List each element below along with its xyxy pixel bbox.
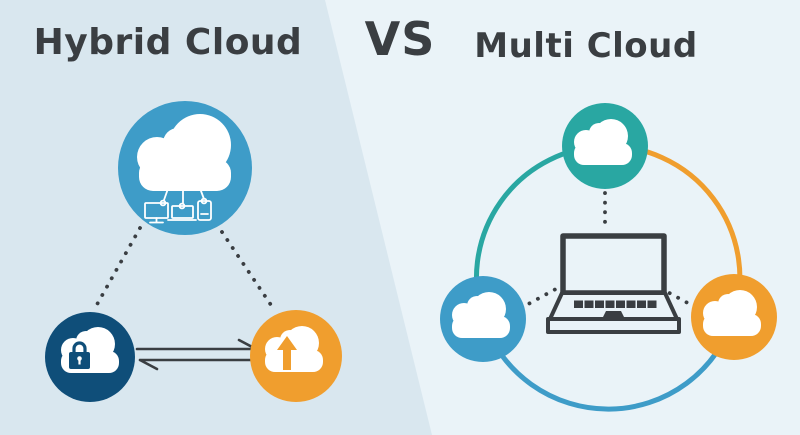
central-cloud-node <box>118 101 252 235</box>
public-cloud-node <box>250 310 342 402</box>
multi-cloud-title: Multi Cloud <box>474 26 698 66</box>
ring-arc-blue <box>480 316 737 412</box>
hybrid-cloud-title: Hybrid Cloud <box>33 22 303 63</box>
laptop-keys <box>574 300 657 308</box>
cloud-provider-left-node <box>440 276 526 362</box>
exchange-arrows-icon <box>135 338 260 371</box>
lock-icon <box>69 341 90 369</box>
private-cloud-node <box>45 312 135 402</box>
dotted-link-main-to-private <box>93 226 142 310</box>
cloud-provider-right-node <box>691 274 777 360</box>
multi-cloud-diagram <box>440 103 777 412</box>
cloud-icon <box>137 114 231 191</box>
hybrid-cloud-diagram <box>45 101 342 402</box>
cloud-provider-top-node <box>562 103 648 189</box>
laptop-icon <box>546 233 681 334</box>
upload-arrow-icon <box>277 336 297 370</box>
dotted-link-left-cloud <box>519 282 567 310</box>
dotted-link-main-to-public <box>220 230 275 310</box>
vs-label: VS <box>364 12 436 66</box>
connected-devices-icon <box>144 182 212 224</box>
